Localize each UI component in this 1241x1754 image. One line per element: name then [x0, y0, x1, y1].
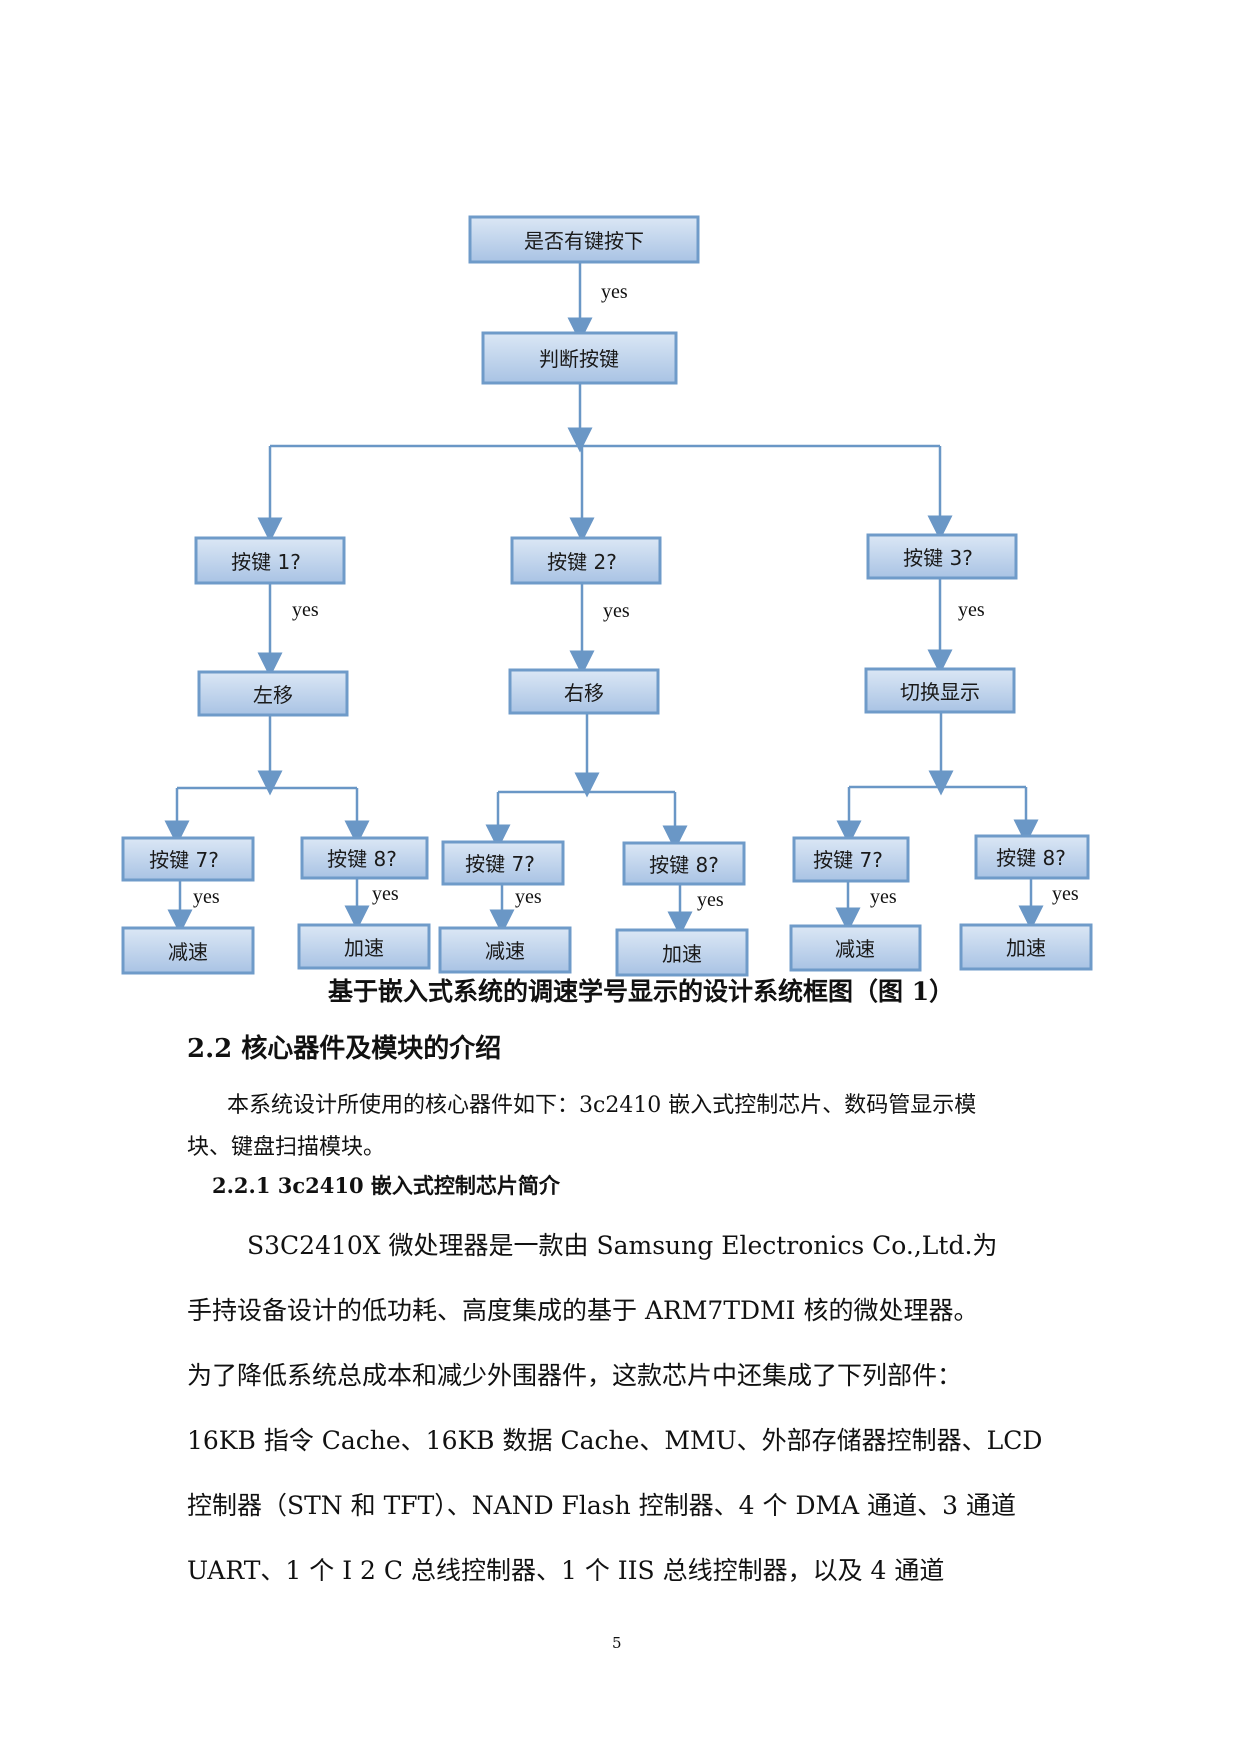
flow-edges: [164, 262, 1044, 937]
flowchart-diagram: yes yes yes yes yes yes yes yes yes yes …: [121, 215, 1093, 977]
key8-node: 按键 8?: [300, 836, 429, 880]
yes-label: yes: [958, 599, 985, 621]
switch-display-node: 切换显示: [864, 667, 1016, 714]
section-title: 2.2 核心器件及模块的介绍: [187, 1034, 502, 1064]
intro-line-1: 本系统设计所使用的核心器件如下：3c2410 嵌入式控制芯片、数码管显示模: [227, 1093, 977, 1118]
move-right-label: 右移: [564, 681, 604, 705]
yes-label: yes: [697, 889, 724, 911]
slow-down-label: 减速: [168, 940, 208, 964]
slow-down-node: 减速: [121, 926, 255, 975]
key1-node: 按键 1?: [194, 536, 346, 585]
body-line: 为了降低系统总成本和减少外围器件，这款芯片中还集成了下列部件：: [187, 1361, 963, 1390]
yes-label: yes: [603, 600, 630, 622]
key2-label: 按键 2?: [547, 550, 617, 574]
body-line: 控制器（STN 和 TFT）、NAND Flash 控制器、4 个 DMA 通道…: [187, 1491, 1016, 1520]
key7-label: 按键 7?: [813, 848, 883, 872]
key7-node: 按键 7?: [121, 836, 255, 882]
yes-label: yes: [372, 883, 399, 905]
key8-node: 按键 8?: [622, 841, 746, 886]
body-line: UART、1 个 I 2 C 总线控制器、1 个 IIS 总线控制器，以及 4 …: [187, 1556, 945, 1585]
key7-label: 按键 7?: [465, 852, 535, 876]
key1-label: 按键 1?: [231, 550, 301, 574]
judge-node-label: 判断按键: [539, 347, 619, 371]
speed-up-node: 加速: [959, 923, 1093, 971]
slow-down-node: 减速: [789, 924, 922, 972]
body-line: 手持设备设计的低功耗、高度集成的基于 ARM7TDMI 核的微处理器。: [187, 1296, 979, 1325]
speed-up-node: 加速: [297, 923, 431, 970]
speed-up-node: 加速: [615, 928, 749, 977]
switch-display-label: 切换显示: [900, 680, 980, 704]
key7-node: 按键 7?: [441, 840, 565, 886]
slow-down-node: 减速: [438, 926, 572, 974]
body-line: 16KB 指令 Cache、16KB 数据 Cache、MMU、外部存储器控制器…: [187, 1426, 1043, 1455]
intro-line-2: 块、键盘扫描模块。: [187, 1135, 386, 1160]
key3-label: 按键 3?: [903, 546, 973, 570]
speed-up-label: 加速: [1006, 936, 1046, 960]
yes-label: yes: [193, 886, 220, 908]
yes-label: yes: [1052, 883, 1079, 905]
subsection-title: 2.2.1 3c2410 嵌入式控制芯片简介: [212, 1173, 560, 1198]
slow-down-label: 减速: [835, 937, 875, 961]
key3-node: 按键 3?: [866, 533, 1018, 580]
key2-node: 按键 2?: [510, 536, 662, 585]
key7-label: 按键 7?: [149, 848, 219, 872]
move-left-label: 左移: [253, 683, 293, 707]
page-number: 5: [612, 1634, 622, 1652]
key7-node: 按键 7?: [792, 836, 910, 883]
key8-label: 按键 8?: [996, 846, 1066, 870]
body-line: S3C2410X 微处理器是一款由 Samsung Electronics Co…: [247, 1231, 998, 1260]
yes-label: yes: [601, 281, 628, 303]
start-node-label: 是否有键按下: [524, 229, 644, 253]
key8-label: 按键 8?: [327, 847, 397, 871]
yes-label: yes: [292, 599, 319, 621]
slow-down-label: 减速: [485, 939, 525, 963]
start-node: 是否有键按下: [468, 215, 700, 264]
move-left-node: 左移: [197, 670, 349, 717]
figure-caption: 基于嵌入式系统的调速学号显示的设计系统框图（图 1）: [328, 977, 955, 1006]
speed-up-label: 加速: [662, 942, 702, 966]
yes-label: yes: [515, 886, 542, 908]
key8-node: 按键 8?: [974, 834, 1090, 880]
speed-up-label: 加速: [344, 936, 384, 960]
yes-label: yes: [870, 886, 897, 908]
key8-label: 按键 8?: [649, 853, 719, 877]
judge-node: 判断按键: [481, 331, 678, 385]
move-right-node: 右移: [508, 668, 660, 715]
